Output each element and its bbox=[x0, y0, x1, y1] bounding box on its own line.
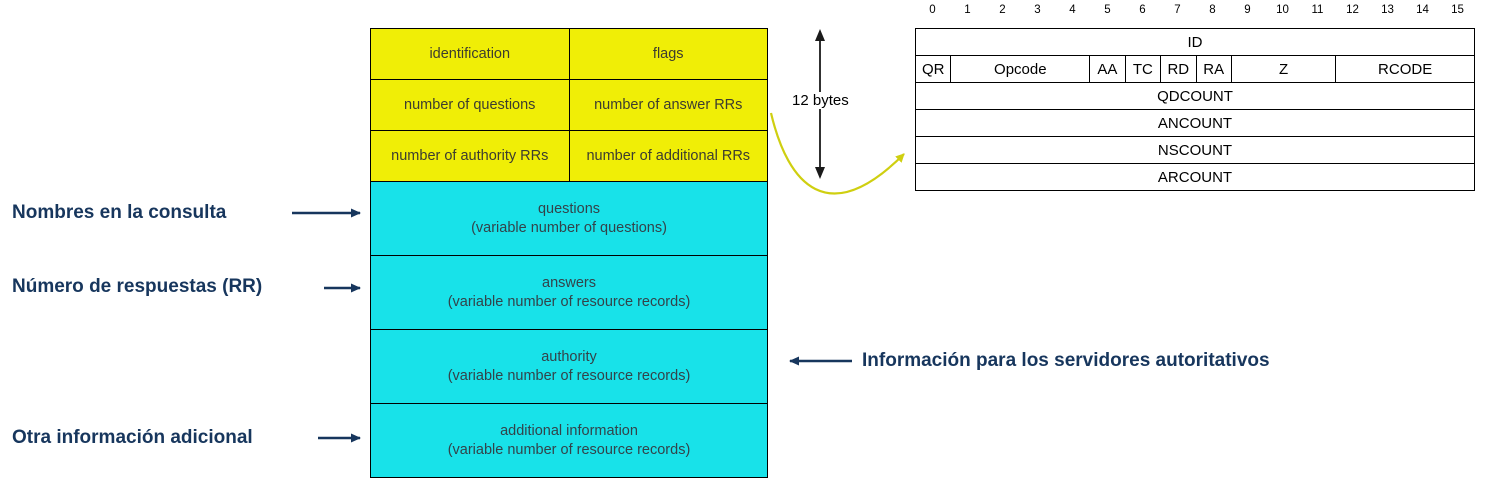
row-questions-subtitle: (variable number of questions) bbox=[471, 219, 667, 236]
row-questions-title: questions bbox=[537, 200, 601, 217]
cell-num-questions: number of questions bbox=[371, 80, 569, 130]
flags-row: QR Opcode AA TC RD RA Z RCODE bbox=[916, 56, 1474, 82]
cell-num-additional-rrs: number of additional RRs bbox=[569, 131, 767, 181]
bit-number: 1 bbox=[964, 4, 971, 16]
row-authority-subtitle: (variable number of resource records) bbox=[447, 367, 691, 384]
row-answers-subtitle: (variable number of resource records) bbox=[447, 293, 691, 310]
row-answers-title: answers bbox=[542, 274, 596, 291]
bit-number: 12 bbox=[1346, 4, 1359, 16]
bit-number: 5 bbox=[1104, 4, 1111, 16]
bit-number: 14 bbox=[1416, 4, 1429, 16]
cell-flags: flags bbox=[569, 29, 767, 79]
cell-z: Z bbox=[1231, 56, 1336, 82]
row-questions: questions (variable number of questions) bbox=[371, 182, 767, 255]
bit-number: 4 bbox=[1069, 4, 1076, 16]
cell-opcode: Opcode bbox=[951, 56, 1090, 82]
cell-ra: RA bbox=[1196, 56, 1231, 82]
bit-numbers-row: 0 1 2 3 4 5 6 7 8 9 10 11 12 13 14 15 bbox=[915, 4, 1475, 16]
bit-number: 2 bbox=[999, 4, 1006, 16]
cell-qr: QR bbox=[916, 56, 951, 82]
label-info-servidores-autoritativos: Información para los servidores autorita… bbox=[862, 350, 1270, 371]
dns-message-table: identification flags number of questions… bbox=[370, 28, 768, 478]
cell-num-answer-rrs: number of answer RRs bbox=[569, 80, 767, 130]
twelve-bytes-arrowhead-top bbox=[815, 29, 825, 41]
row-answers: answers (variable number of resource rec… bbox=[371, 256, 767, 329]
bit-number: 10 bbox=[1276, 4, 1289, 16]
twelve-bytes-arrowhead-bottom bbox=[815, 167, 825, 179]
row-authority-title: authority bbox=[541, 348, 597, 365]
row-ancount: ANCOUNT bbox=[916, 110, 1474, 136]
id-row: ID bbox=[916, 29, 1474, 55]
cell-tc: TC bbox=[1125, 56, 1161, 82]
row-nscount: NSCOUNT bbox=[916, 137, 1474, 163]
label-nombres-consulta: Nombres en la consulta bbox=[12, 202, 227, 223]
bit-number: 0 bbox=[929, 4, 936, 16]
twelve-bytes-label: 12 bytes bbox=[789, 92, 852, 109]
dns-header-bit-table: ID QR Opcode AA TC RD RA Z RCODE QDCOUNT… bbox=[915, 28, 1475, 191]
bit-number: 3 bbox=[1034, 4, 1041, 16]
row-additional: additional information (variable number … bbox=[371, 404, 767, 477]
bit-number: 7 bbox=[1174, 4, 1181, 16]
cell-rcode: RCODE bbox=[1336, 56, 1474, 82]
label-numero-respuestas: Número de respuestas (RR) bbox=[12, 276, 263, 297]
cell-rd: RD bbox=[1161, 56, 1196, 82]
bit-number: 9 bbox=[1244, 4, 1251, 16]
row-additional-title: additional information bbox=[500, 422, 638, 439]
row-arcount: ARCOUNT bbox=[916, 164, 1474, 190]
label-otra-informacion: Otra información adicional bbox=[12, 427, 253, 448]
bit-number: 11 bbox=[1311, 4, 1324, 16]
row-authority: authority (variable number of resource r… bbox=[371, 330, 767, 403]
row-additional-subtitle: (variable number of resource records) bbox=[447, 441, 691, 458]
cell-aa: AA bbox=[1090, 56, 1125, 82]
cell-num-authority-rrs: number of authority RRs bbox=[371, 131, 569, 181]
bit-number: 8 bbox=[1209, 4, 1216, 16]
bit-number: 13 bbox=[1381, 4, 1394, 16]
bit-number: 15 bbox=[1451, 4, 1464, 16]
curved-expand-arrow bbox=[769, 112, 905, 195]
row-qdcount: QDCOUNT bbox=[916, 83, 1474, 109]
cell-identification: identification bbox=[371, 29, 569, 79]
bit-number: 6 bbox=[1139, 4, 1146, 16]
